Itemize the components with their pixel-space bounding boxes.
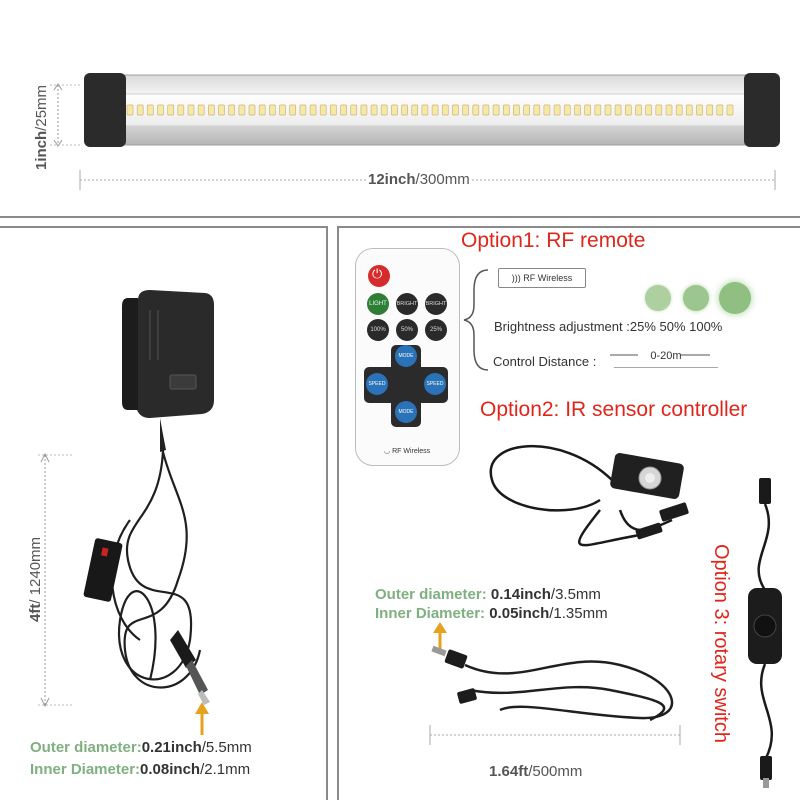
led-chip xyxy=(269,104,276,116)
led-chip xyxy=(360,104,368,116)
top-panel-frame xyxy=(0,0,800,218)
led-chip xyxy=(319,104,327,116)
led-chip xyxy=(146,104,154,116)
adapter-outer-diameter: Outer diameter:0.21inch/5.5mm xyxy=(30,739,252,756)
led-chip xyxy=(228,104,236,116)
rf-remote: ⏻ LIGHT BRIGHT BRIGHT 100% 50% 25% MODE … xyxy=(355,248,460,466)
led-chip xyxy=(696,104,703,116)
led-chip xyxy=(350,104,358,116)
bright-up-button[interactable]: BRIGHT xyxy=(396,293,418,315)
led-chip xyxy=(492,104,500,116)
led-chip xyxy=(543,104,551,116)
led-chip xyxy=(340,104,347,116)
light-bar-illustration xyxy=(50,73,780,190)
brightness-25-button[interactable]: 25% xyxy=(425,319,447,341)
led-chip xyxy=(635,104,642,116)
led-chip xyxy=(136,104,144,116)
led-chip xyxy=(330,104,337,116)
led-chip xyxy=(401,104,408,116)
extension-length-label: 1.64ft/500mm xyxy=(489,763,583,780)
led-chip xyxy=(594,104,602,116)
led-chip xyxy=(716,104,724,116)
cable-length-label: 4ft/ 1240mm xyxy=(27,536,44,622)
led-chip xyxy=(279,104,286,116)
control-distance-value: 0-20m xyxy=(614,348,718,368)
led-chip xyxy=(380,104,388,116)
led-chip xyxy=(238,104,246,116)
wireless-icon: ◡ xyxy=(384,448,391,455)
rf-wireless-tag: ))) RF Wireless xyxy=(498,268,586,288)
left-panel-frame xyxy=(0,226,328,800)
led-chip xyxy=(726,104,734,116)
led-chip xyxy=(645,104,652,116)
bar-length-label: 12inch/300mm xyxy=(366,171,472,188)
led-chip xyxy=(177,104,185,116)
led-chip xyxy=(187,104,195,116)
wireless-icon: ))) xyxy=(511,273,521,283)
brightness-adjustment-text: Brightness adjustment :25% 50% 100% xyxy=(494,319,723,334)
led-chip xyxy=(431,104,439,116)
led-chip xyxy=(685,104,693,116)
led-chip xyxy=(126,104,134,116)
extension-outer-diameter: Outer diameter: 0.14inch/3.5mm xyxy=(375,586,601,603)
led-chip xyxy=(563,104,571,116)
led-chip xyxy=(553,104,561,116)
led-chip xyxy=(513,104,520,116)
led-chip xyxy=(655,104,663,116)
speed-right-button[interactable]: SPEED xyxy=(424,373,446,395)
led-chip xyxy=(452,104,459,116)
led-chip xyxy=(706,104,714,116)
led-chip xyxy=(604,104,612,116)
option2-title: Option2: IR sensor controller xyxy=(480,398,748,421)
brightness-50-glow xyxy=(683,285,709,311)
led-chip xyxy=(167,104,175,116)
bright-down-button[interactable]: BRIGHT xyxy=(425,293,447,315)
light-button[interactable]: LIGHT xyxy=(367,293,389,315)
mode-down-button[interactable]: MODE xyxy=(395,401,417,423)
led-chip xyxy=(462,104,469,116)
mode-up-button[interactable]: MODE xyxy=(395,345,417,367)
adapter-inner-diameter: Inner Diameter:0.08inch/2.1mm xyxy=(30,761,251,778)
led-chip xyxy=(421,104,429,116)
remote-footer-label: ◡ RF Wireless xyxy=(384,448,431,455)
led-chip xyxy=(665,104,673,116)
led-chip xyxy=(218,104,225,116)
led-chip xyxy=(208,104,215,116)
power-button[interactable] xyxy=(368,265,390,287)
led-chip xyxy=(248,104,256,116)
led-chip xyxy=(624,104,632,116)
led-chip xyxy=(502,104,510,116)
led-chip xyxy=(289,104,297,116)
led-chip xyxy=(258,104,266,116)
power-adapter-illustration xyxy=(38,290,214,735)
option3-title: Option 3: rotary switch xyxy=(710,544,732,743)
led-chip xyxy=(157,104,164,116)
led-chip xyxy=(574,104,581,116)
option1-title: Option1: RF remote xyxy=(461,229,646,252)
right-panel-frame xyxy=(337,226,800,800)
led-chip xyxy=(391,104,398,116)
power-icon: ⏻ xyxy=(372,267,383,282)
speed-left-button[interactable]: SPEED xyxy=(366,373,388,395)
led-chip xyxy=(441,104,449,116)
led-chip xyxy=(411,104,419,116)
led-chip xyxy=(197,104,205,116)
led-chip xyxy=(472,104,480,116)
led-chip xyxy=(533,104,541,116)
led-chip xyxy=(299,104,307,116)
led-chip xyxy=(675,104,683,116)
led-chip xyxy=(309,104,317,116)
brightness-100-glow xyxy=(719,282,751,314)
extension-inner-diameter: Inner Diameter: 0.05inch/1.35mm xyxy=(375,605,608,622)
led-chip xyxy=(584,104,591,116)
brightness-25-glow xyxy=(645,285,671,311)
led-chip xyxy=(482,104,490,116)
led-chip xyxy=(523,104,530,116)
control-distance-label: Control Distance : xyxy=(493,354,597,369)
brightness-100-button[interactable]: 100% xyxy=(367,319,389,341)
led-chip xyxy=(614,104,622,116)
led-chip xyxy=(370,104,378,116)
brightness-50-button[interactable]: 50% xyxy=(396,319,418,341)
